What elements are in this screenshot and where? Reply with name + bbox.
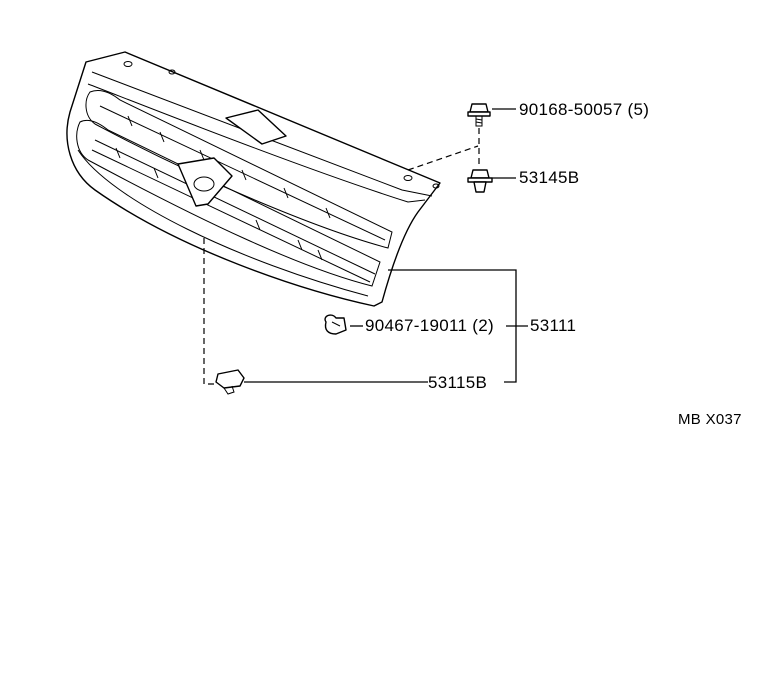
radiator-grille[interactable] (66, 51, 441, 307)
callout-bolt-quantity: (5) (627, 100, 650, 119)
callout-clip-small-part-number: 90467-19011 (2) (365, 316, 494, 335)
diagram-reference-code: MB X037 (678, 411, 742, 428)
bracket-clip-icon[interactable] (215, 369, 245, 395)
callout-bolt-part-number: 90168-50057 (5) (519, 100, 650, 119)
callout-grille-assembly: 53111 (530, 316, 577, 335)
callout-clip-lower: 53115B (428, 373, 488, 392)
retainer-clip-icon[interactable] (324, 314, 347, 335)
callout-clip-small-quantity: (2) (472, 316, 494, 335)
push-clip-icon[interactable] (467, 169, 493, 193)
emblem-icon (177, 157, 233, 207)
bolt-icon[interactable] (467, 103, 491, 127)
leader-lines (203, 108, 528, 385)
callout-clip-upper: 53145B (519, 168, 580, 187)
